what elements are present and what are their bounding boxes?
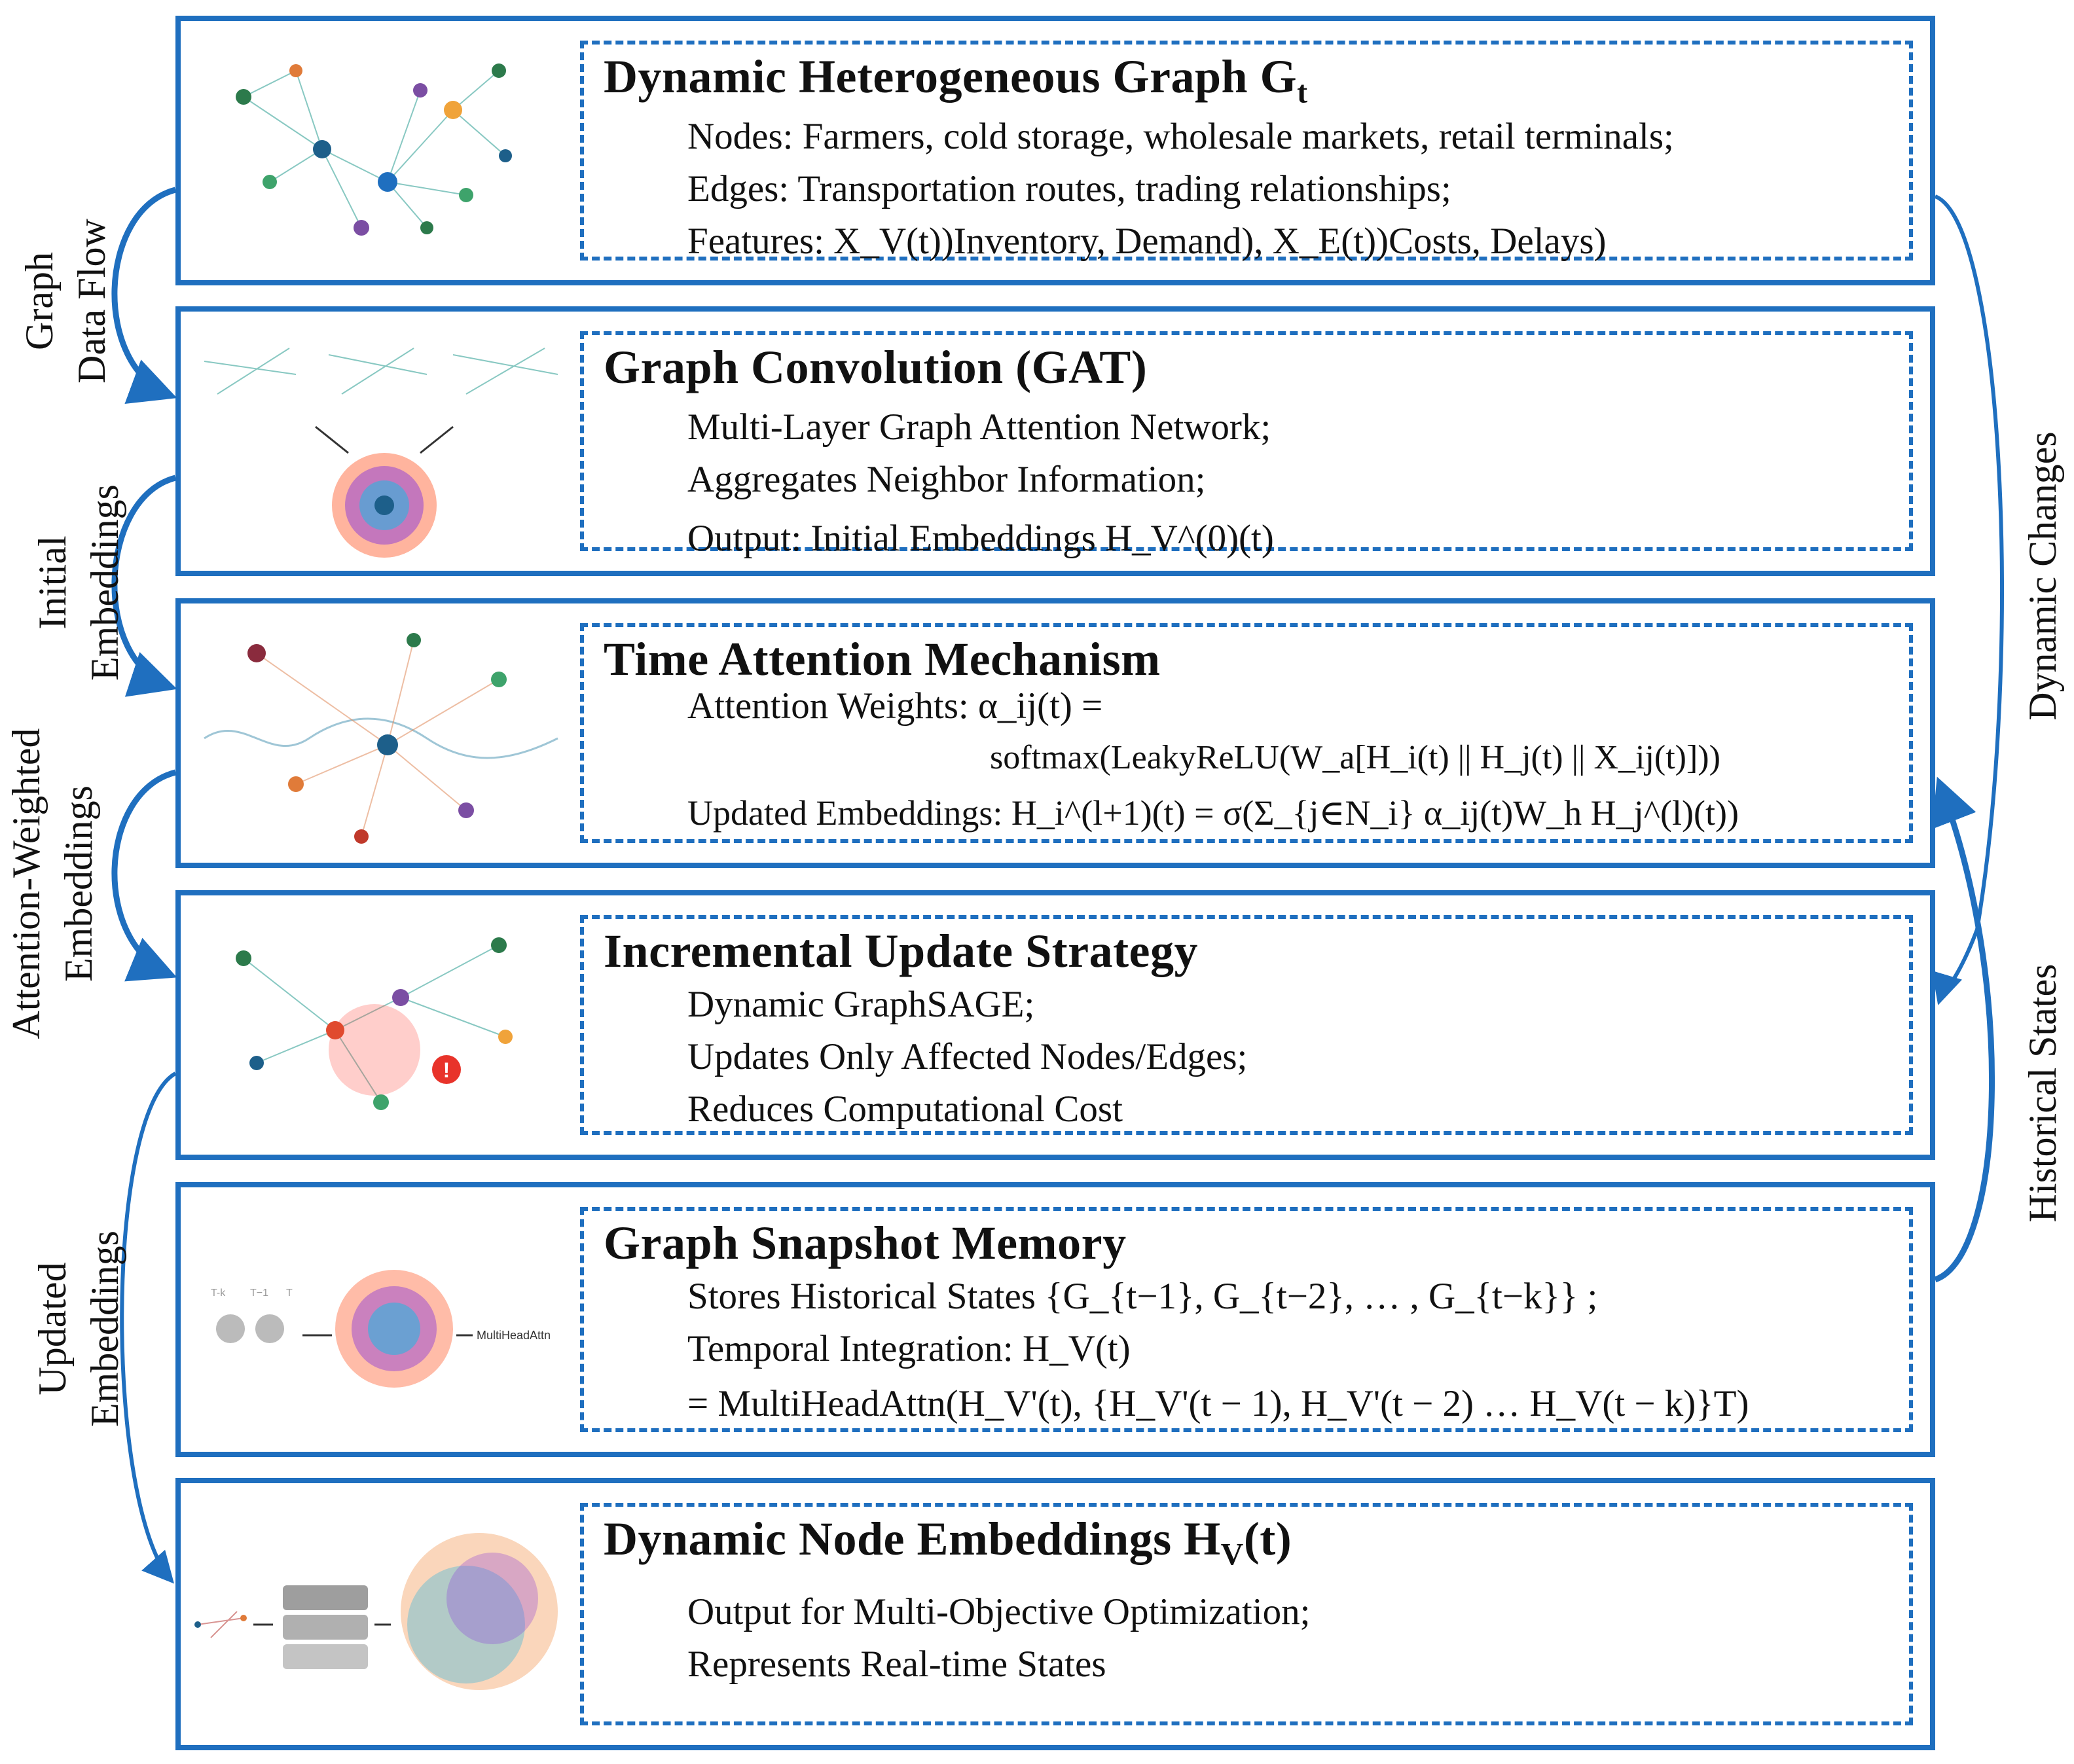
panel-line: Represents Real-time States xyxy=(687,1644,1106,1685)
network-graph-icon xyxy=(191,31,571,267)
panel-graph-snapshot-memory: T-k T−1 T MultiHeadAttn Graph Snapshot M… xyxy=(175,1182,1935,1457)
panel-title: Incremental Update Strategy xyxy=(604,925,1199,977)
panel-text-box: Dynamic Heterogeneous Graph Gt Nodes: Fa… xyxy=(580,41,1913,262)
alert-graph-icon: ! xyxy=(191,906,571,1155)
panel-line: Dynamic GraphSAGE; xyxy=(687,984,1035,1025)
panel-title: Dynamic Node Embeddings HV(t) xyxy=(604,1513,1292,1572)
embedding-stack-icon xyxy=(191,1494,571,1742)
svg-text:!: ! xyxy=(443,1058,450,1082)
side-label-dynamic-changes: Dynamic Changes xyxy=(2021,431,2064,721)
panel-line: Features: X_V(t))Inventory, Demand), X_E… xyxy=(687,221,1607,262)
swirl-aggregation-icon xyxy=(191,322,571,571)
arrow-historical-states xyxy=(1932,776,1995,1283)
panel-line: Temporal Integration: H_V(t) xyxy=(687,1328,1131,1369)
panel-incremental-update: ! Incremental Update Strategy Dynamic Gr… xyxy=(175,890,1935,1160)
panel-title: Graph Snapshot Memory xyxy=(604,1217,1127,1269)
side-label-updated-embeddings: Updated Embeddings xyxy=(31,1231,126,1427)
panel-line: Reduces Computational Cost xyxy=(687,1089,1123,1130)
side-label-attention-weighted: Attention-Weighted Embeddings xyxy=(5,728,100,1039)
panel-title: Time Attention Mechanism xyxy=(604,633,1161,685)
panel-text-box: Graph Convolution (GAT) Multi-Layer Grap… xyxy=(580,331,1913,559)
panel-line: Nodes: Farmers, cold storage, wholesale … xyxy=(687,116,1674,157)
panel-line: Edges: Transportation routes, trading re… xyxy=(687,168,1451,209)
panel-text-box: Time Attention Mechanism Attention Weigh… xyxy=(580,623,1913,843)
side-label-historical-states: Historical States xyxy=(2021,963,2064,1223)
panel-text-box: Incremental Update Strategy Dynamic Grap… xyxy=(580,915,1913,1135)
panel-line: Updated Embeddings: H_i^(l+1)(t) = σ(Σ_{… xyxy=(687,793,1739,833)
panel-line: Output for Multi-Objective Optimization; xyxy=(687,1591,1311,1632)
panel-dynamic-node-embeddings: Dynamic Node Embeddings HV(t) Output for… xyxy=(175,1478,1935,1750)
svg-text:MultiHeadAttn: MultiHeadAttn xyxy=(477,1329,551,1342)
panel-line: = MultiHeadAttn(H_V'(t), {H_V'(t − 1), H… xyxy=(687,1383,1749,1424)
panel-line: Output: Initial Embeddings H_V^(0)(t) xyxy=(687,518,1274,559)
snapshot-memory-icon: T-k T−1 T MultiHeadAttn xyxy=(191,1198,571,1447)
panel-line: Stores Historical States {G_{t−1}, G_{t−… xyxy=(687,1276,1598,1317)
panel-title: Graph Convolution (GAT) xyxy=(604,341,1148,393)
temporal-graph-icon xyxy=(191,614,571,863)
arrow-graph-data-flow xyxy=(111,187,177,404)
svg-text:T: T xyxy=(286,1287,293,1299)
panel-title: Dynamic Heterogeneous Graph Gt xyxy=(604,50,1308,110)
panel-text-box: Graph Snapshot Memory Stores Historical … xyxy=(580,1207,1913,1432)
side-label-graph-data-flow: Graph Data Flow xyxy=(18,219,113,384)
arrow-dynamic-changes xyxy=(1932,194,2004,1005)
svg-text:T−1: T−1 xyxy=(250,1287,268,1299)
panel-line: Updates Only Affected Nodes/Edges; xyxy=(687,1036,1248,1077)
attention-formula: softmax(LeakyReLU(W_a[H_i(t) || H_j(t) |… xyxy=(990,739,1720,776)
arrow-attention-weighted xyxy=(111,769,177,982)
panel-dynamic-heterogeneous-graph: Dynamic Heterogeneous Graph Gt Nodes: Fa… xyxy=(175,16,1935,285)
panel-line: Attention Weights: α_ij(t) = xyxy=(687,685,1103,727)
panel-line: Multi-Layer Graph Attention Network; xyxy=(687,406,1271,448)
panel-time-attention: Time Attention Mechanism Attention Weigh… xyxy=(175,598,1935,868)
side-label-initial-embeddings: Initial Embeddings xyxy=(31,484,126,681)
panel-text-box: Dynamic Node Embeddings HV(t) Output for… xyxy=(580,1503,1913,1725)
panel-line: Aggregates Neighbor Information; xyxy=(687,459,1206,500)
svg-text:T-k: T-k xyxy=(211,1287,226,1299)
panel-graph-convolution: Graph Convolution (GAT) Multi-Layer Grap… xyxy=(175,306,1935,576)
